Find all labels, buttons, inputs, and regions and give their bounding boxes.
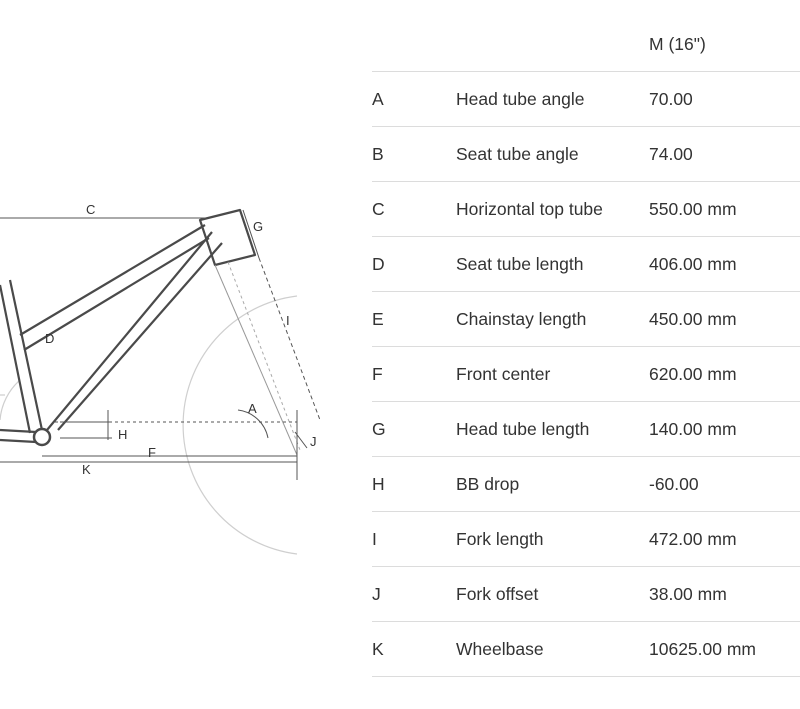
label-c: C xyxy=(86,202,95,217)
row-name: Fork length xyxy=(456,511,649,567)
rear-wheel-arc xyxy=(0,379,21,421)
row-name: Front center xyxy=(456,346,649,402)
row-letter: E xyxy=(372,291,456,347)
table-row: E Chainstay length 450.00 mm xyxy=(372,291,800,347)
header-name xyxy=(456,18,649,72)
fork-line xyxy=(214,264,298,456)
row-letter: G xyxy=(372,401,456,457)
row-value: 472.00 mm xyxy=(649,511,800,567)
angle-arc xyxy=(237,409,269,439)
label-a: A xyxy=(248,401,257,416)
row-letter: B xyxy=(372,126,456,182)
label-i: I xyxy=(286,313,290,328)
dimension-lines xyxy=(0,209,321,480)
head-tube xyxy=(198,208,257,267)
row-letter: D xyxy=(372,236,456,292)
row-name: Chainstay length xyxy=(456,291,649,347)
geometry-table: M (16") A Head tube angle 70.00 B Seat t… xyxy=(372,18,800,677)
table-row: J Fork offset 38.00 mm xyxy=(372,566,800,622)
chainstay xyxy=(0,428,37,444)
table-row: F Front center 620.00 mm xyxy=(372,346,800,402)
label-j: J xyxy=(310,434,317,449)
table-row: D Seat tube length 406.00 mm xyxy=(372,236,800,292)
label-g: G xyxy=(253,219,263,234)
row-name: Horizontal top tube xyxy=(456,181,649,237)
row-letter: H xyxy=(372,456,456,512)
label-h: H xyxy=(118,427,127,442)
row-letter: K xyxy=(372,621,456,677)
table-row: G Head tube length 140.00 mm xyxy=(372,401,800,457)
row-letter: I xyxy=(372,511,456,567)
row-letter: F xyxy=(372,346,456,402)
label-k: K xyxy=(82,462,91,477)
row-name: Fork offset xyxy=(456,566,649,622)
row-letter: J xyxy=(372,566,456,622)
row-value: 74.00 xyxy=(649,126,800,182)
row-name: Seat tube length xyxy=(456,236,649,292)
top-tube xyxy=(19,224,210,351)
row-letter: C xyxy=(372,181,456,237)
bottom-bracket xyxy=(32,427,52,447)
label-f: F xyxy=(148,445,156,460)
row-value: 70.00 xyxy=(649,71,800,127)
row-name: Head tube length xyxy=(456,401,649,457)
label-d: D xyxy=(45,331,54,346)
row-name: Wheelbase xyxy=(456,621,649,677)
row-value: 620.00 mm xyxy=(649,346,800,402)
row-value: 10625.00 mm xyxy=(649,621,800,677)
header-size: M (16") xyxy=(649,18,800,72)
row-name: Seat tube angle xyxy=(456,126,649,182)
row-value: 450.00 mm xyxy=(649,291,800,347)
table-row: C Horizontal top tube 550.00 mm xyxy=(372,181,800,237)
frame xyxy=(0,208,257,444)
row-value: 140.00 mm xyxy=(649,401,800,457)
row-letter: A xyxy=(372,71,456,127)
row-value: 550.00 mm xyxy=(649,181,800,237)
table-row: K Wheelbase 10625.00 mm xyxy=(372,621,800,677)
row-name: Head tube angle xyxy=(456,71,649,127)
front-wheel-outline xyxy=(182,295,298,555)
row-value: -60.00 xyxy=(649,456,800,512)
table-row: B Seat tube angle 74.00 xyxy=(372,126,800,182)
header-letter xyxy=(372,18,456,72)
table-header-row: M (16") xyxy=(372,18,800,72)
seat-tube xyxy=(0,279,44,434)
i-dimension-line xyxy=(258,257,321,421)
row-name: BB drop xyxy=(456,456,649,512)
g-dimension-line xyxy=(242,209,260,259)
row-value: 38.00 mm xyxy=(649,566,800,622)
table-row: I Fork length 472.00 mm xyxy=(372,511,800,567)
down-tube xyxy=(46,231,223,431)
table-row: A Head tube angle 70.00 xyxy=(372,71,800,127)
table-row: H BB drop -60.00 xyxy=(372,456,800,512)
row-value: 406.00 mm xyxy=(649,236,800,292)
bike-geometry-diagram: C G I D A H J F K xyxy=(0,202,321,555)
